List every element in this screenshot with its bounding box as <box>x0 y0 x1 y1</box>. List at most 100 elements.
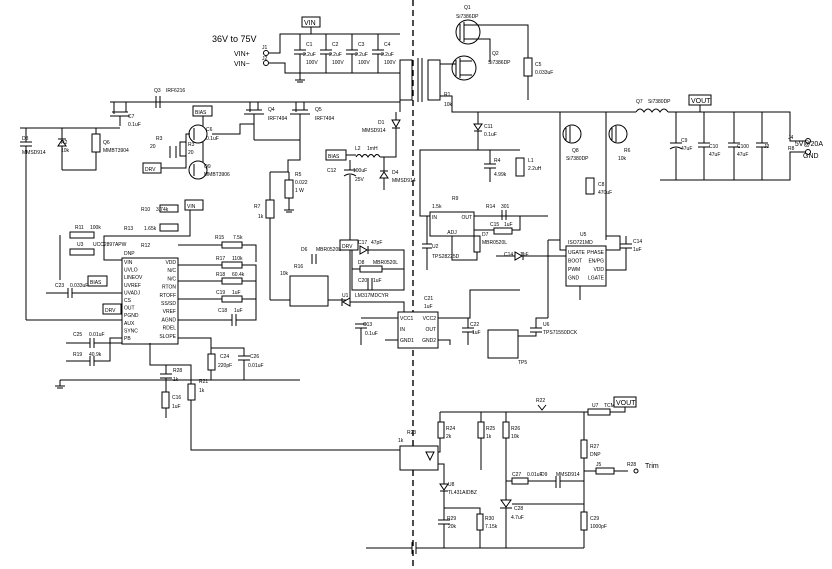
q8-ref: R6 <box>624 148 631 154</box>
q6-ref: C6 <box>206 127 213 133</box>
c17-ref: C20 <box>358 278 367 284</box>
r29-ref: R30 <box>485 516 494 522</box>
c7-ref: D3 <box>22 136 29 142</box>
capacitor-c13 <box>501 210 507 220</box>
capacitor-c12 <box>343 160 357 200</box>
r2-ref: Q6 <box>103 140 110 146</box>
pin-label: LGATE <box>588 276 605 282</box>
mosfet-q4 <box>244 102 264 140</box>
resistor-r22 <box>587 408 611 416</box>
r24-ref: R25 <box>486 426 495 432</box>
r15-ref: R17 <box>216 256 225 262</box>
c10-ref: C100 <box>737 144 749 150</box>
vin-minus-label: VIN− <box>234 61 250 68</box>
resistor-r24 <box>477 421 485 439</box>
pin-label: PB <box>124 336 131 342</box>
input-capacitor-bank <box>294 34 384 73</box>
resistor-r16 <box>359 265 383 273</box>
capacitor-c14 <box>620 243 632 249</box>
c17-value: 1uF <box>373 278 382 284</box>
j3-ref: J4 <box>788 135 794 141</box>
u1-ref: R9 <box>452 196 459 202</box>
u4-value: 10k <box>280 271 289 277</box>
r23-ref: R24 <box>446 426 455 432</box>
resistor-r4 <box>515 157 525 177</box>
u8-ref: C28 <box>514 506 523 512</box>
capacitor-c27 <box>555 476 561 488</box>
l1-value: Si7380DP <box>648 99 671 105</box>
ground-symbol <box>284 209 294 213</box>
resistor-r21 <box>161 391 170 409</box>
r6-value: 470uF <box>598 190 612 196</box>
capacitor-c6 <box>169 146 177 158</box>
pin-label: AUX <box>124 321 135 327</box>
r19-value: 220pF <box>218 363 232 369</box>
capacitor-c16 <box>311 254 317 264</box>
d9-value: TL431AIDBZ <box>448 490 477 496</box>
d3-value: 10k <box>61 148 70 154</box>
capacitor-c22 <box>530 327 542 333</box>
r28a-ref: R21 <box>199 379 208 385</box>
drv-flag-q9-text: DRV <box>145 167 156 173</box>
resistor-r8 <box>159 204 179 213</box>
vout-flag-top-text: VOUT <box>691 98 711 105</box>
c21-ref: C22 <box>470 322 479 328</box>
j4-terminal <box>805 149 811 155</box>
j5-ref: R28 <box>627 462 636 468</box>
drv-flag-d6-text: DRV <box>342 244 353 250</box>
l2-ref: L2 <box>355 146 361 152</box>
r4-ref: L1 <box>528 158 534 164</box>
capacitor-c23 <box>89 338 95 348</box>
c2-value: 2.2uF <box>329 52 342 58</box>
r18-ref: C19 <box>216 290 225 296</box>
pin-label: GND <box>568 276 580 282</box>
d6-ref: C17 <box>358 240 367 246</box>
c18-value: 0.033uF <box>70 283 88 289</box>
drv-flag-u3 <box>102 303 122 315</box>
c23-value: 0.01uF <box>89 332 105 338</box>
q7-ref: Q8 <box>572 148 579 154</box>
j3-terminal <box>805 138 811 144</box>
r9-ref: C15 <box>490 222 499 228</box>
pin-label: RDEL <box>163 326 177 332</box>
c4-value: 2.2uF <box>381 52 394 58</box>
pin-label: UGATE <box>568 250 586 256</box>
u2-ref: U5 <box>580 232 587 238</box>
q3-value: 0.1uF <box>128 122 141 128</box>
q9-value: MMBT3906 <box>204 172 230 178</box>
resistor-r18 <box>221 295 243 303</box>
c3-voltage: 100V <box>358 60 370 66</box>
bias-flag-q6-text: BIAS <box>195 110 207 116</box>
r10-value: 100k <box>90 225 101 231</box>
j4-ref: R8 <box>788 146 795 152</box>
d9-ref: U8 <box>448 482 455 488</box>
d7-value: 1uF <box>520 252 529 258</box>
r24-value: 1k <box>486 434 492 440</box>
capacitor-c15 <box>422 243 432 249</box>
bias-flag-u3 <box>87 275 108 287</box>
r17-value: 60.4k <box>232 272 245 278</box>
r25-value: 10k <box>511 434 520 440</box>
r21-value: 1uF <box>172 404 181 410</box>
ground-symbol <box>55 380 65 389</box>
d7-ref: C14 <box>504 252 513 258</box>
pin-label: SS/SD <box>161 301 176 307</box>
c18-ref: C23 <box>55 283 64 289</box>
pin-label: VDD <box>593 267 604 273</box>
isolator-u5 <box>397 311 439 349</box>
pin-label: BOOT <box>568 259 582 265</box>
pin-label: PGND <box>124 313 139 319</box>
capacitor-c11 <box>484 150 496 182</box>
c4-voltage: 100V <box>384 60 396 66</box>
r21-ref: C16 <box>172 395 181 401</box>
q5-value: IRF7494 <box>315 116 334 122</box>
c11-ref: R4 <box>494 158 501 164</box>
c25-value: 40.9k <box>89 352 102 358</box>
pin-label: VDD <box>165 260 176 266</box>
r26-ref: R27 <box>590 444 599 450</box>
r1-ref: C5 <box>535 62 542 68</box>
